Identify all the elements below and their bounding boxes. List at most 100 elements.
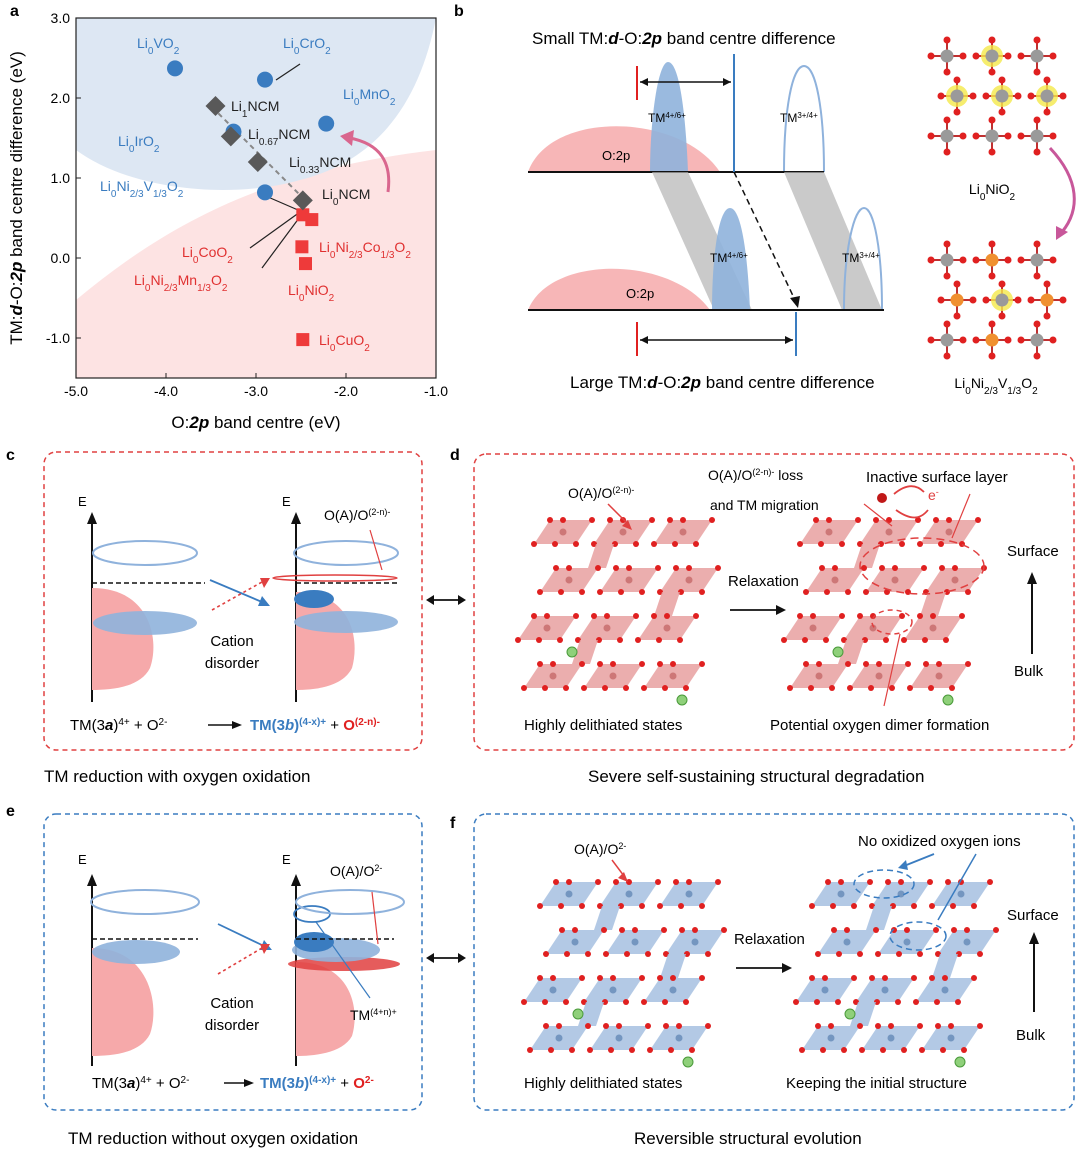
oa-label-e: O(A)/O2- <box>330 863 382 879</box>
caption-d: Severe self-sustaining structural degrad… <box>588 767 924 786</box>
disorder-arrow-red <box>211 581 263 611</box>
loss-label: O(A)/O(2-n)- loss <box>708 467 803 483</box>
bulk-label-d: Bulk <box>1014 663 1044 680</box>
o2p-dos-left <box>92 588 154 690</box>
trend-arrow <box>349 136 391 193</box>
data-point-square <box>296 333 310 347</box>
label-li0nico: Li0Ni2/3Co1/3O2 <box>319 239 411 261</box>
data-marks <box>167 60 335 347</box>
o2p-label-bottom: O:2p <box>626 286 654 301</box>
disorder-arrow-blue-e <box>217 923 265 947</box>
oxidized-oxygen-state <box>272 574 398 582</box>
lattice-f-right <box>793 879 999 1068</box>
label-li0nio2: Li0NiO2 <box>288 282 335 304</box>
energy-label-left: E <box>78 494 87 509</box>
x-axis-label: O:2p band centre (eV) <box>171 413 340 432</box>
tm34-label-top: TM3+/4+ <box>780 111 818 126</box>
bulk-label-f: Bulk <box>1016 1027 1046 1044</box>
tm-mid-right-e <box>293 905 331 923</box>
red-region <box>76 150 436 378</box>
electron-label: e- <box>928 487 939 503</box>
oa-pointer-f <box>611 859 625 877</box>
diff-arrowhead-top-left <box>640 78 648 86</box>
tm46-label-bottom: TM4+/6+ <box>710 251 748 266</box>
o2p-band-bottom <box>528 268 710 310</box>
label-li0ncm: Li0NCM <box>322 186 370 208</box>
tm-empty-right-e <box>295 889 405 915</box>
tm46-label-top: TM4+/6+ <box>648 111 686 126</box>
equation-arrowhead-e <box>244 1079 254 1087</box>
x-tick-label: -4.0 <box>154 383 178 399</box>
panel-label-d: d <box>450 447 460 464</box>
no-ox-pointer-left <box>903 853 935 867</box>
dimer-formation-label: Potential oxygen dimer formation <box>770 717 989 734</box>
disorder-arrowhead-red-e <box>260 944 270 954</box>
tm34-label-bottom: TM3+/4+ <box>842 251 880 266</box>
keeping-structure-label: Keeping the initial structure <box>786 1075 967 1092</box>
crystal-transform-arrow <box>1048 146 1076 233</box>
label-li0mno2: Li0MnO2 <box>343 86 396 108</box>
leader-lines <box>249 63 303 269</box>
dimer-marker <box>871 609 913 635</box>
dimer-pointer <box>883 633 901 707</box>
label-li067ncm: Li0.67NCM <box>248 126 310 148</box>
tm-occupied-right <box>294 611 398 633</box>
lattice-f-left <box>521 879 727 1068</box>
x-tick-label: -5.0 <box>64 383 88 399</box>
title-small-difference: Small TM:d-O:2p band centre difference <box>532 29 836 48</box>
tm34-band-bottom <box>843 206 883 311</box>
relaxation-label-d: Relaxation <box>728 573 799 590</box>
panel-b-diagram: b Small TM:d-O:2p band centre difference… <box>454 3 1076 397</box>
surface-label-f: Surface <box>1007 907 1059 924</box>
panel-d: d O(A)/O(2-n)- O(A)/O(2-n)- loss and TM … <box>440 440 1080 790</box>
data-point-circle <box>257 184 273 201</box>
diff-arrowhead-bottom-right <box>785 336 793 344</box>
equation-products: TM(3b)(4-x)+ + O(2-n)- <box>250 717 380 735</box>
inactive-surface-label: Inactive surface layer <box>866 469 1008 486</box>
data-point-diamond <box>247 152 268 172</box>
label-li0nimn: Li0Ni2/3Mn1/3O2 <box>134 272 228 294</box>
y-tick-label: 2.0 <box>51 90 71 106</box>
crystal-li0niv <box>927 240 1067 360</box>
dashed-shift-arrowhead <box>790 296 800 308</box>
released-oxygen <box>877 493 887 503</box>
caption-f: Reversible structural evolution <box>634 1129 862 1148</box>
migration-label: and TM migration <box>710 497 819 513</box>
panel-e-frame <box>43 813 423 1111</box>
panel-f-frame <box>473 813 1075 1111</box>
o2p-dos-right-e <box>296 962 355 1056</box>
label-li0coo2: Li0CoO2 <box>182 244 233 266</box>
inactive-pointer-left <box>863 503 893 527</box>
energy-axis-left-e-head <box>87 874 97 886</box>
label-li0iro2: Li0IrO2 <box>118 133 160 155</box>
shift-band-right <box>784 172 882 310</box>
oa-label-d: O(A)/O(2-n)- <box>568 485 634 501</box>
tm-occupied-left-e <box>92 940 180 964</box>
relaxation-label-f: Relaxation <box>734 931 805 948</box>
surface-label-d: Surface <box>1007 543 1059 560</box>
no-ox-marker-top <box>853 869 915 899</box>
oa-label-f: O(A)/O2- <box>574 841 626 857</box>
tm-empty-left-e <box>90 889 200 915</box>
panel-d-frame <box>473 453 1075 751</box>
energy-label-left-e: E <box>78 852 87 867</box>
data-point-circle <box>257 71 273 88</box>
data-point-diamond <box>205 96 226 116</box>
tm-reduced-right <box>294 590 334 608</box>
link-c-d <box>426 595 466 605</box>
link-e-f <box>426 953 466 963</box>
no-ox-marker-mid <box>889 921 947 951</box>
panel-f: f O(A)/O2- No oxidized oxygen ions Relax… <box>440 796 1080 1154</box>
oa-pointer-d <box>607 503 629 525</box>
label-li0cro2: Li0CrO2 <box>283 35 331 57</box>
o2p-dos-left-e <box>92 948 154 1056</box>
tm-empty-left <box>92 540 198 566</box>
no-ox-pointer-right <box>937 853 977 921</box>
tm34-band-top <box>783 64 825 173</box>
tm-empty-right <box>293 540 399 566</box>
data-point-diamond <box>220 126 241 147</box>
tmn-pointer <box>315 921 371 999</box>
